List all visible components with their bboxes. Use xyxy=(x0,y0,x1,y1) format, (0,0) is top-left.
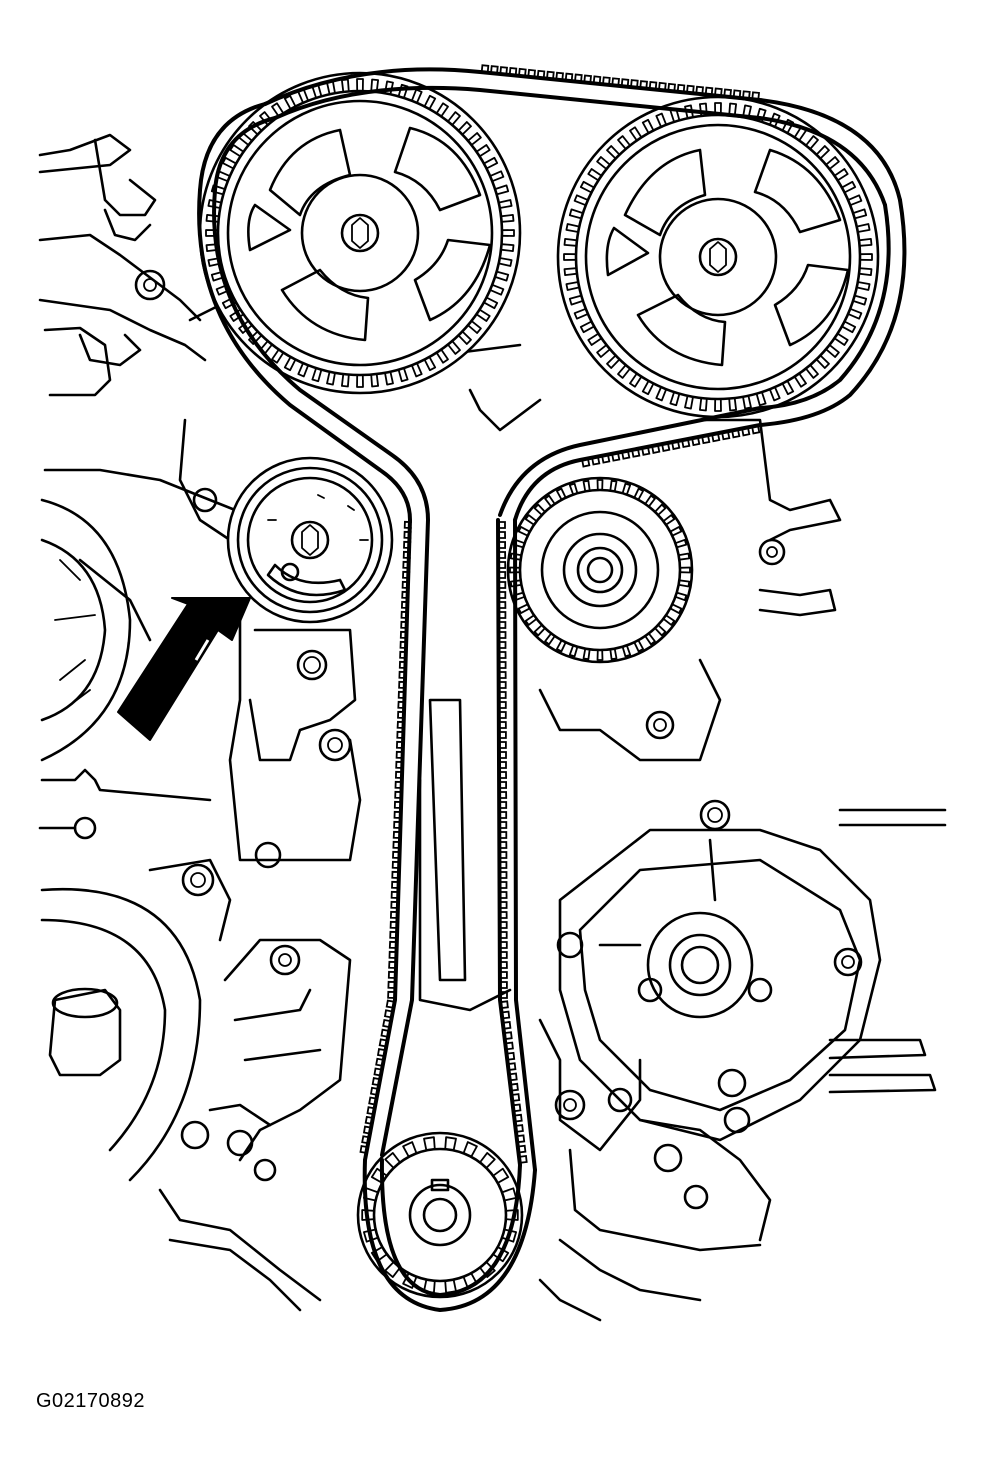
figure-id-label: G02170892 xyxy=(36,1390,146,1412)
timing-belt xyxy=(197,64,907,1312)
engine-block-outline xyxy=(38,133,947,1322)
exhaust-camshaft-sprocket xyxy=(556,95,880,419)
timing-belt-idler-pulley xyxy=(506,476,694,664)
arrow-icon xyxy=(117,597,251,741)
intake-camshaft-sprocket xyxy=(198,71,522,395)
timing-belt-tensioner xyxy=(226,456,394,624)
crankshaft-sprocket xyxy=(356,1131,524,1299)
